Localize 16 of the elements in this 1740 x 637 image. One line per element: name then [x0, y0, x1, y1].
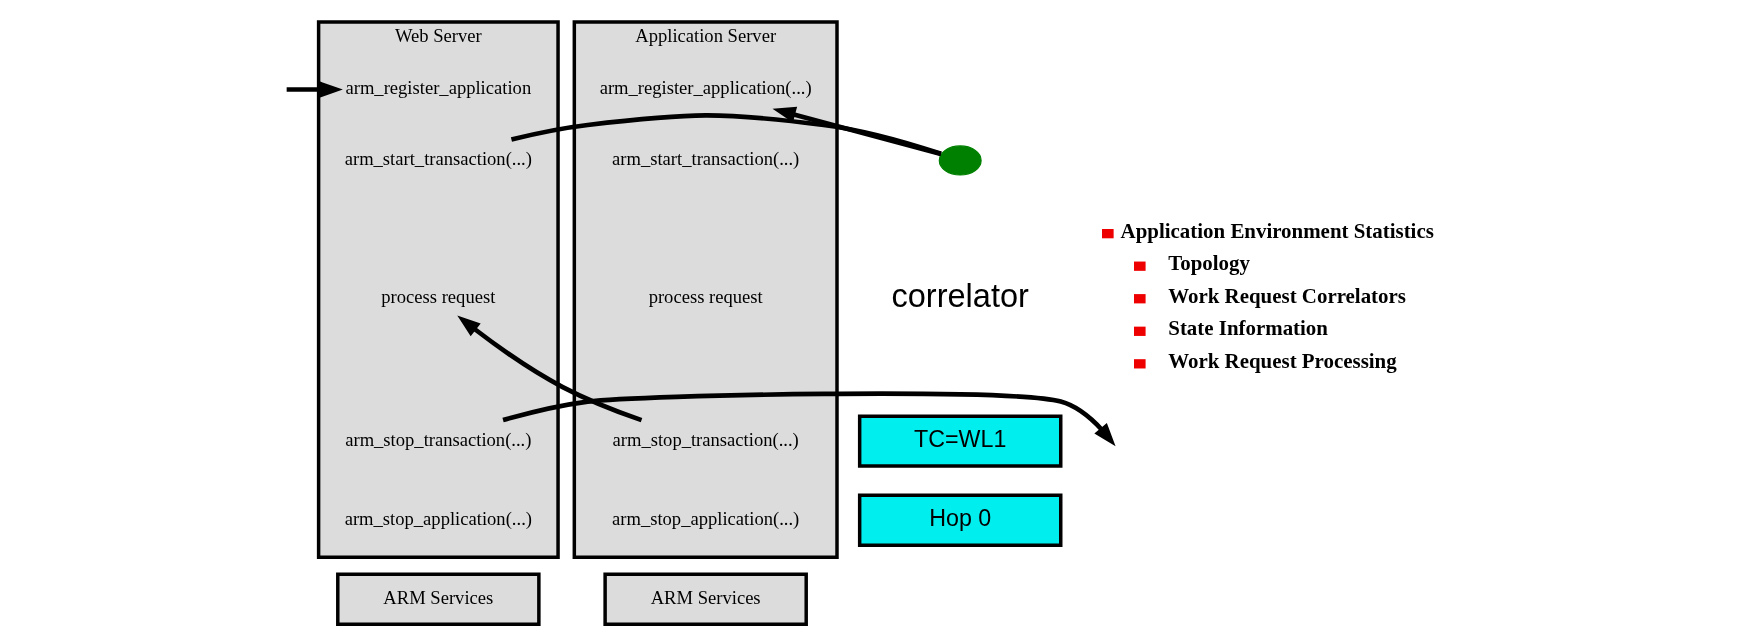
- label: State Information: [1167, 316, 1328, 341]
- node-text: process request: [648, 286, 763, 308]
- label: Work Request Correlators: [1167, 283, 1406, 308]
- node-text: arm_stop_application(...): [611, 507, 799, 529]
- node-text: process request: [380, 286, 495, 308]
- label: Application Environment Statistics: [1120, 218, 1434, 243]
- node-text: arm_stop_application(...): [344, 507, 532, 529]
- node-text: arm_start_transaction(...): [611, 147, 799, 169]
- node-text: arm_stop_transaction(...): [612, 428, 799, 450]
- node-text: arm_register_application(...): [599, 76, 812, 98]
- label: Topology: [1167, 251, 1250, 276]
- node-text: arm_register_application: [344, 76, 531, 98]
- label: Work Request Processing: [1167, 348, 1397, 373]
- node-text: arm_start_transaction(...): [344, 147, 532, 169]
- label: correlator: [891, 277, 1029, 314]
- node-text: arm_stop_transaction(...): [344, 428, 531, 450]
